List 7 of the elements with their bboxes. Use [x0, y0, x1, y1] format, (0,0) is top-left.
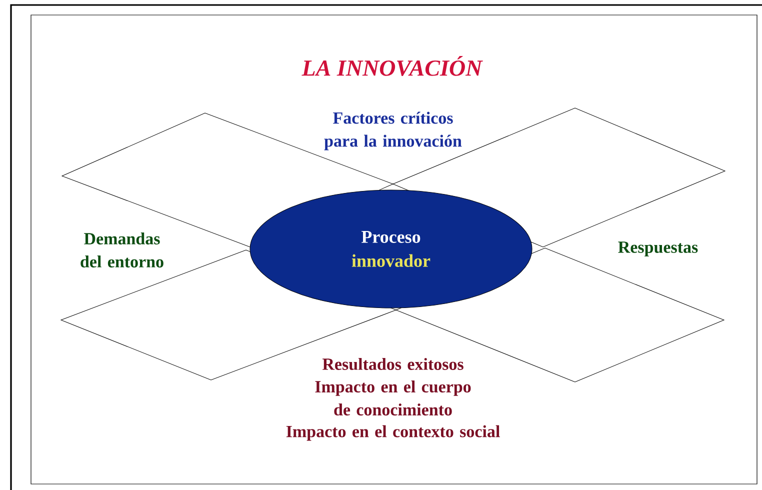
title: LA INNOVACIÓN	[302, 56, 483, 76]
text-label: Factores críticos para la innovación	[324, 112, 462, 150]
text-label: Resultados exitosos	[322, 358, 464, 370]
text-label: Impacto en el contexto social	[286, 425, 500, 441]
text-label: Demandas del entorno	[80, 232, 164, 268]
text-label: Impacto en el cuerpo de conocimiento	[315, 380, 471, 416]
text-label: Respuestas	[618, 242, 698, 256]
